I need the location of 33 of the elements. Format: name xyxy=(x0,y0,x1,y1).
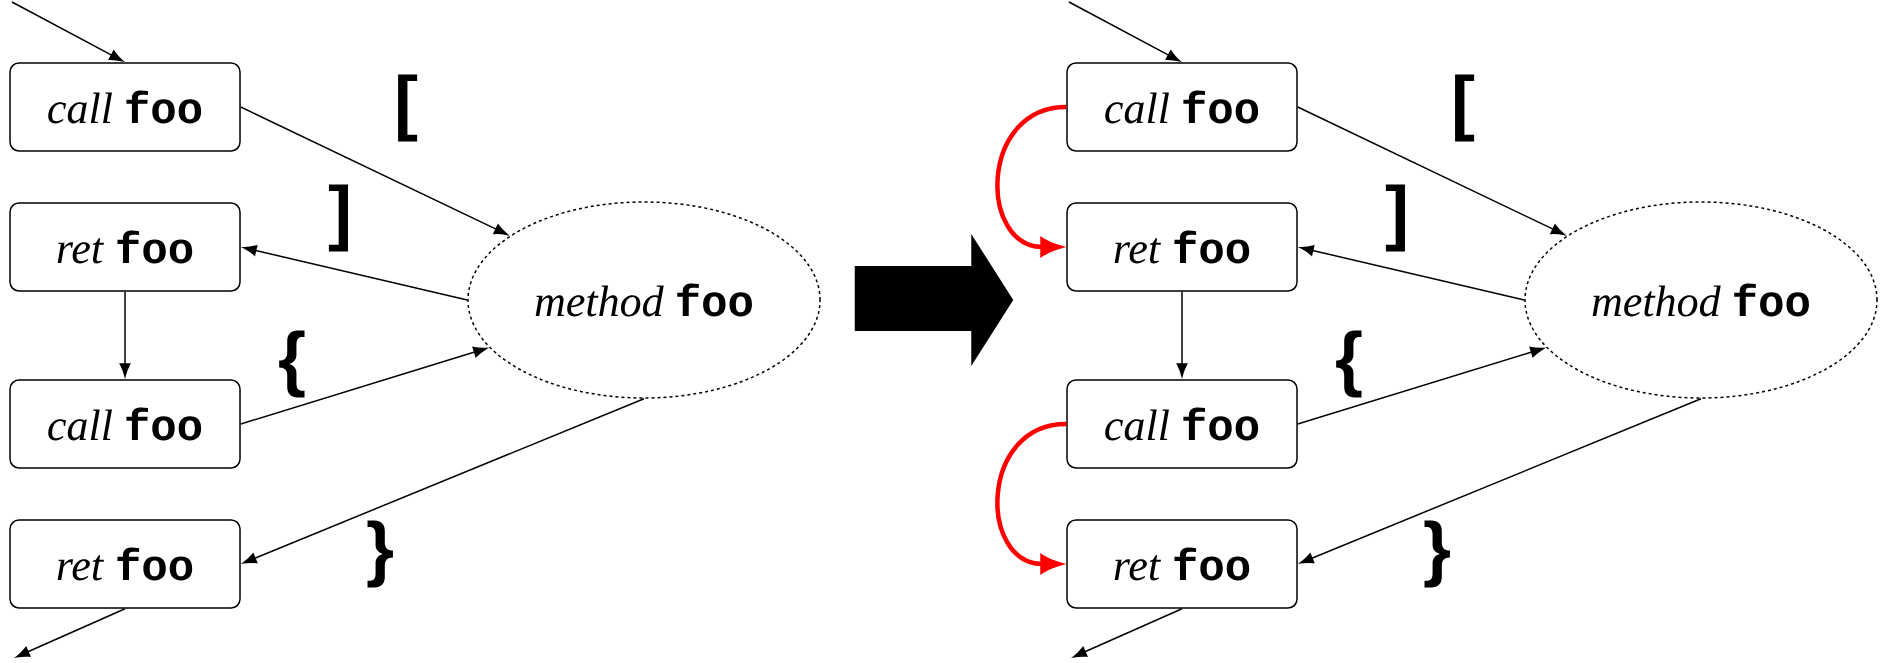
process-box: call foo xyxy=(1066,379,1298,469)
arrow xyxy=(243,245,468,301)
arrow xyxy=(119,291,131,377)
process-box: call foo xyxy=(1066,62,1298,152)
arrow xyxy=(995,421,1067,574)
bracket: } xyxy=(367,520,393,588)
arrow xyxy=(16,608,126,658)
process-box: ret foo xyxy=(1066,202,1298,292)
arrow xyxy=(240,106,508,236)
bracket: [ xyxy=(398,74,418,142)
arrow xyxy=(1068,1,1181,62)
bracket: { xyxy=(279,330,305,398)
bracket: ] xyxy=(328,184,348,252)
bracket: ] xyxy=(1385,184,1405,252)
arrow xyxy=(1297,106,1565,236)
arrow xyxy=(11,1,124,62)
process-box: ret foo xyxy=(1066,519,1298,609)
process-box: ret foo xyxy=(9,202,241,292)
process-box: ret foo xyxy=(9,519,241,609)
arrow xyxy=(995,104,1067,257)
bracket: [ xyxy=(1455,74,1475,142)
arrow xyxy=(1176,291,1188,377)
arrow xyxy=(1300,245,1525,301)
arrow xyxy=(240,346,487,425)
arrow xyxy=(1299,398,1702,564)
block-arrow xyxy=(854,234,1014,366)
process-box: call foo xyxy=(9,379,241,469)
bracket: { xyxy=(1336,330,1362,398)
arrow xyxy=(1297,346,1544,425)
process-box: call foo xyxy=(9,62,241,152)
bracket: } xyxy=(1424,520,1450,588)
arrow xyxy=(242,398,645,564)
arrow xyxy=(1073,608,1183,658)
